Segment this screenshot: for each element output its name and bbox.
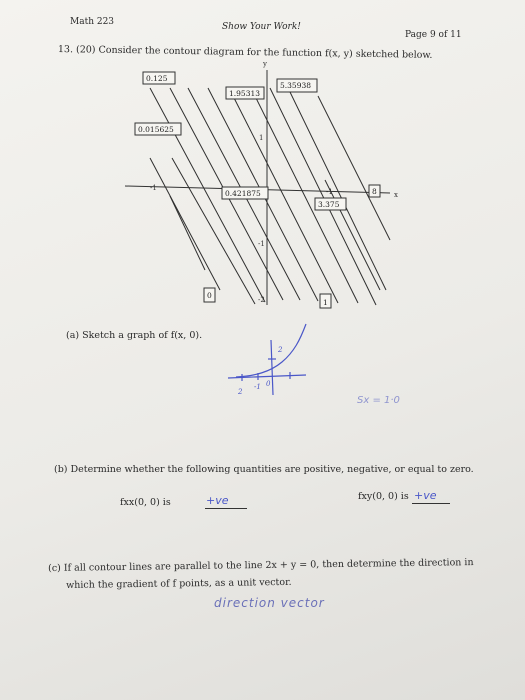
fxy-answer: +ve [414,489,437,502]
contour-value-label: 0 [207,291,212,300]
contour-value-label: 1.95313 [229,89,260,98]
contour-line [171,157,256,305]
contour-value-label: 8 [372,187,377,196]
course-name: Math 223 [70,17,115,27]
tick-label: -1 [258,240,265,248]
part-a-prompt: (a) Sketch a graph of f(x, 0). [66,330,203,341]
sketch-label: 2 [237,388,243,396]
tick-label: 1 [259,134,263,142]
sketch-label: 2 [277,346,283,354]
contour-value-label: 3.375 [318,200,340,209]
page-number: Page 9 of 11 [405,30,462,40]
tick-label: -2 [258,296,265,304]
fxy-label: fxy(0, 0) is [358,491,409,502]
part-c-answer: direction vector [214,596,325,610]
sketch-label: 0 [266,380,271,388]
contour-line [251,89,359,304]
contour-line [269,87,377,306]
part-c-prompt-line1: (c) If all contour lines are parallel to… [48,557,474,574]
fxx-label: fxx(0, 0) is [120,497,171,508]
sketch-y-axis [270,339,274,396]
problem-statement: 13. (20) Consider the contour diagram fo… [58,44,433,61]
contour-value-label: 0.125 [146,74,168,83]
fxy-answer-line [412,503,450,504]
part-a-scribble: Sx = 1·0 [357,395,400,406]
contour-value-label: 0.015625 [138,125,174,134]
sketch-label: -1 [254,383,261,391]
tick-label: -1 [150,184,157,192]
contour-line [289,91,387,291]
contour-line [169,195,206,271]
part-b-prompt: (b) Determine whether the following quan… [54,464,474,475]
show-work-note: Show Your Work! [222,22,301,32]
contour-value-label: 0.421875 [225,189,261,198]
x-axis-label: x [394,191,398,199]
part-c-prompt-line2: which the gradient of f points, as a uni… [66,576,292,591]
contour-line [317,95,391,241]
sketch-x-axis [227,374,307,379]
fxx-answer: +ve [206,494,229,507]
sketch-curve [235,323,307,378]
tick-label: -1 [326,188,333,196]
contour-value-label: 5.35938 [280,81,311,90]
problem-number: 13. (20) [57,44,96,56]
y-axis-label: y [262,60,267,68]
contour-value-label: 1 [323,298,328,307]
contour-diagram: y x 1 -1 -1 -2 -1 0.125 1.953 [124,60,398,309]
contour-line [229,89,339,304]
contour-line [149,157,221,291]
part-a-sketch: 2 2 -1 0 [227,323,307,396]
fxx-answer-line [205,508,247,509]
problem-text: Consider the contour diagram for the fun… [98,44,433,61]
